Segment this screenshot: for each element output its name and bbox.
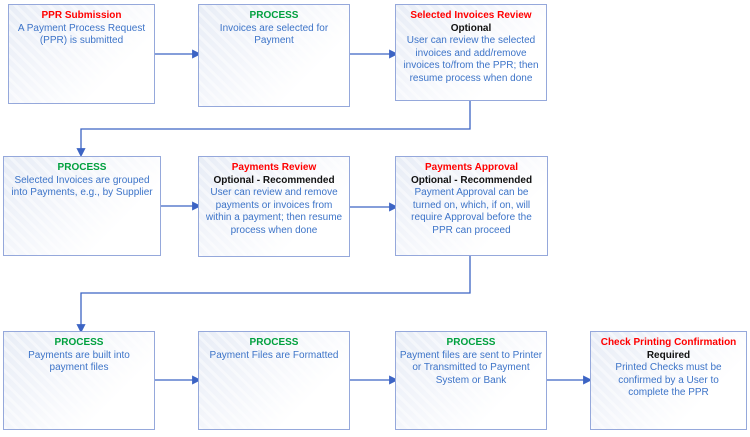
flow-box-process-group-payments: PROCESS Selected Invoices are grouped in… [3,156,161,256]
box-body: Payments are built into payment files [28,349,130,374]
box-body: Printed Checks must be confirmed by a Us… [615,362,722,398]
flow-box-process-select-invoices: PROCESS Invoices are selected for Paymen… [198,4,350,107]
box-title: PROCESS [446,337,496,348]
connector-approval-to-build [76,256,471,334]
box-body: Payment files are sent to Printer or Tra… [399,349,543,386]
box-body: Invoices are selected for Payment [219,22,329,47]
box-subtitle: Optional [450,22,492,34]
flow-box-process-build-payment-files: PROCESS Payments are built into payment … [3,331,155,430]
box-title: Payments Approval [425,162,518,173]
box-title: Payments Review [231,162,317,173]
box-title: PROCESS [57,162,107,173]
flow-box-payments-approval: Payments Approval Optional - Recommended… [395,156,548,256]
box-body: User can review and remove payments or i… [205,187,343,236]
box-subtitle: Optional - Recommended [410,174,533,186]
box-body: A Payment Process Request (PPR) is submi… [17,22,146,47]
box-subtitle: Required [646,349,691,361]
box-title: PROCESS [249,10,299,21]
flow-box-process-format-payment-files: PROCESS Payment Files are Formatted [198,331,350,430]
box-subtitle: Optional - Recommended [213,174,335,186]
flow-box-ppr-submission: PPR Submission A Payment Process Request… [8,4,155,104]
flow-box-process-send-payment-files: PROCESS Payment files are sent to Printe… [395,331,547,430]
box-body: User can review the selected invoices an… [403,35,539,84]
flow-box-selected-invoices-review: Selected Invoices Review Optional User c… [395,4,547,101]
box-title: Check Printing Confirmation [600,337,737,348]
box-title: PROCESS [54,337,104,348]
flow-box-payments-review: Payments Review Optional - Recommended U… [198,156,350,257]
box-body: Selected Invoices are grouped into Payme… [11,174,153,199]
box-body: Payment Files are Formatted [209,349,339,361]
box-body: Payment Approval can be turned on, which… [411,187,532,236]
flow-box-check-printing-confirmation: Check Printing Confirmation Required Pri… [590,331,747,430]
box-title: PROCESS [249,337,299,348]
box-title: Selected Invoices Review [410,10,532,21]
box-title: PPR Submission [41,10,122,21]
connector-review-to-grouping [76,101,471,158]
